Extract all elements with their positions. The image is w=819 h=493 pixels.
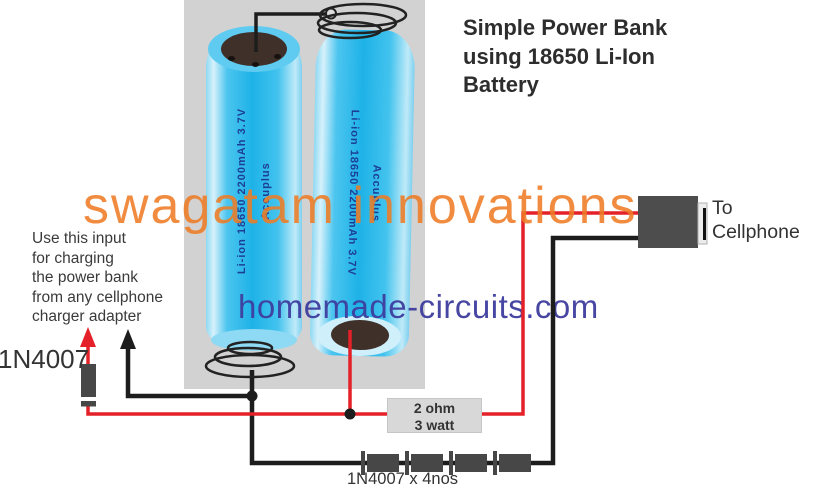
wire-positive — [80, 211, 639, 420]
usb-connector-icon — [638, 196, 708, 248]
input-diode-label: 1N4007 — [0, 344, 90, 374]
diagram-title: Simple Power Bank using 18650 Li-Ion Bat… — [463, 15, 668, 97]
wire-negative — [120, 235, 639, 466]
site-url-watermark: homemade-circuits.com — [238, 288, 599, 325]
vent-hole — [274, 54, 281, 59]
wire-battery-top-link — [254, 7, 337, 52]
junction-dot — [344, 408, 356, 420]
vent-hole — [252, 62, 259, 67]
vent-hole — [228, 56, 235, 61]
bottom-coil-icon — [204, 340, 296, 379]
resistor-box: 2 ohm 3 watt — [387, 398, 482, 433]
output-label: To Cellphone — [712, 197, 800, 243]
charging-note: Use this input for charging the power ba… — [32, 230, 163, 325]
input-diode-icon — [81, 364, 96, 407]
diode-array-label: 1N4007 x 4nos — [347, 470, 458, 488]
battery-left: Li-ion 18650 2200mAh 3.7V Accuplus — [206, 26, 302, 351]
top-coil-icon — [316, 2, 408, 40]
watermark-text: swagatam innovations — [83, 177, 638, 235]
diode-array-icon — [361, 451, 531, 475]
junction-dot — [246, 390, 258, 402]
charge-input-positive-arrow-icon — [80, 327, 96, 347]
charge-input-negative-arrow-icon — [120, 329, 136, 349]
